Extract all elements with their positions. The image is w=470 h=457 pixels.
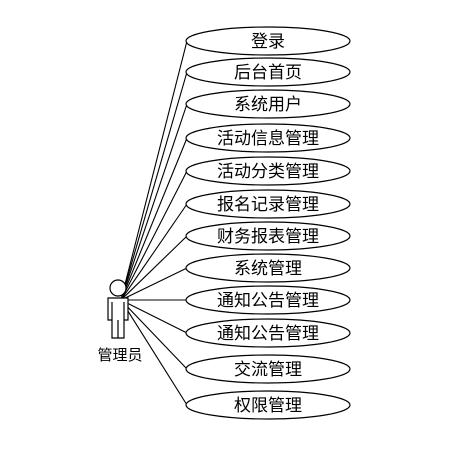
use-case-system-users: 系统用户	[185, 89, 351, 119]
association-line-communication	[120, 299, 188, 370]
use-case-label: 活动分类管理	[217, 162, 319, 182]
use-case-ellipse	[185, 156, 351, 186]
use-case-ellipse	[185, 318, 351, 348]
use-case-ellipse	[185, 354, 351, 384]
use-case-activity-category: 活动分类管理	[185, 156, 351, 186]
use-case-login: 登录	[185, 26, 351, 56]
use-case-label: 活动信息管理	[217, 129, 319, 149]
person-icon	[107, 279, 129, 339]
use-case-label: 通知公告管理	[217, 324, 319, 344]
use-case-label: 报名记录管理	[217, 195, 319, 215]
use-case-ellipse	[185, 390, 351, 420]
use-case-label: 通知公告管理	[217, 291, 319, 311]
use-case-label: 财务报表管理	[217, 227, 319, 247]
use-case-ellipse	[185, 89, 351, 119]
use-case-ellipse	[185, 26, 351, 56]
use-case-label: 系统管理	[234, 259, 302, 279]
use-case-label: 交流管理	[234, 360, 302, 380]
association-lines	[120, 40, 188, 406]
use-case-activity-info: 活动信息管理	[185, 123, 351, 153]
association-line-system-management	[120, 267, 188, 301]
use-case-announcement-2: 通知公告管理	[185, 318, 351, 348]
use-case-ellipse	[185, 189, 351, 219]
association-line-backend-home	[120, 71, 188, 301]
association-line-financial-reports	[120, 235, 188, 301]
use-case-announcement-1: 通知公告管理	[185, 285, 351, 315]
association-line-activity-category	[120, 170, 188, 301]
use-case-label: 登录	[251, 32, 285, 52]
use-case-permissions: 权限管理	[185, 390, 351, 420]
association-line-activity-info	[120, 137, 188, 301]
use-case-label: 系统用户	[234, 95, 302, 115]
use-case-ellipse	[185, 221, 351, 251]
use-case-ellipse	[185, 57, 351, 87]
association-line-announcement-2	[120, 299, 188, 334]
association-line-permissions	[120, 299, 188, 406]
association-line-login	[120, 40, 188, 301]
use-case-financial-reports: 财务报表管理	[185, 221, 351, 251]
use-case-list: 登录后台首页系统用户活动信息管理活动分类管理报名记录管理财务报表管理系统管理通知…	[185, 26, 351, 420]
use-case-registration-records: 报名记录管理	[185, 189, 351, 219]
use-case-label: 后台首页	[234, 63, 302, 83]
use-case-ellipse	[185, 285, 351, 315]
use-case-backend-home: 后台首页	[185, 57, 351, 87]
use-case-ellipse	[185, 253, 351, 283]
use-case-ellipse	[185, 123, 351, 153]
actor: 管理员	[97, 279, 143, 364]
use-case-label: 权限管理	[234, 396, 302, 416]
association-line-system-users	[120, 103, 188, 301]
actor-label: 管理员	[97, 346, 142, 364]
use-case-system-management: 系统管理	[185, 253, 351, 283]
use-case-communication: 交流管理	[185, 354, 351, 384]
association-line-registration-records	[120, 203, 188, 301]
